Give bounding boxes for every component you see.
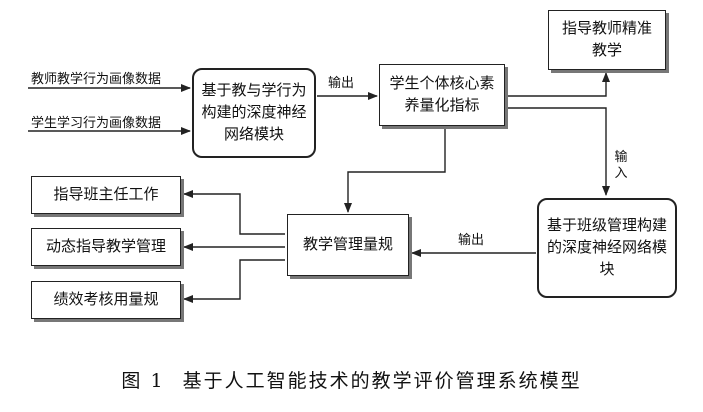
- literacy-to-mgmt-arrow: [344, 128, 446, 213]
- guide-head-teacher-node: 指导班主任工作: [31, 176, 181, 214]
- output-label-2: 输出: [458, 233, 485, 248]
- figure-title: 基于人工智能技术的教学评价管理系统模型: [182, 370, 582, 392]
- dnn-teach-learn-node: 基于教与学行为构建的深度神经网络模块: [192, 68, 316, 158]
- class-dnn-node: 基于班级管理构建的深度神经网络模块: [537, 198, 677, 298]
- student-data-label: 学生学习行为画像数据: [31, 116, 162, 131]
- dynamic-guide-node: 动态指导教学管理: [31, 228, 181, 266]
- performance-node: 绩效考核用量规: [31, 281, 181, 319]
- mgmt-to-head-teacher-arrow: [183, 190, 285, 235]
- figure-caption: 图 1 基于人工智能技术的教学评价管理系统模型: [0, 366, 703, 393]
- teaching-mgmt-node: 教学管理量规: [287, 214, 409, 276]
- literacy-to-class-dnn-arrow: [506, 107, 610, 196]
- teacher-data-label: 教师教学行为画像数据: [31, 72, 162, 87]
- input-label: 输入: [614, 150, 628, 181]
- mgmt-to-performance-arrow: [183, 259, 285, 303]
- literacy-to-guide-teacher-arrow: [506, 72, 610, 97]
- output-label-1: 输出: [328, 76, 355, 91]
- figure-number: 图 1: [121, 370, 165, 392]
- core-literacy-node: 学生个体核心素养量化指标: [379, 64, 505, 126]
- guide-teacher-node: 指导教师精准教学: [548, 10, 666, 70]
